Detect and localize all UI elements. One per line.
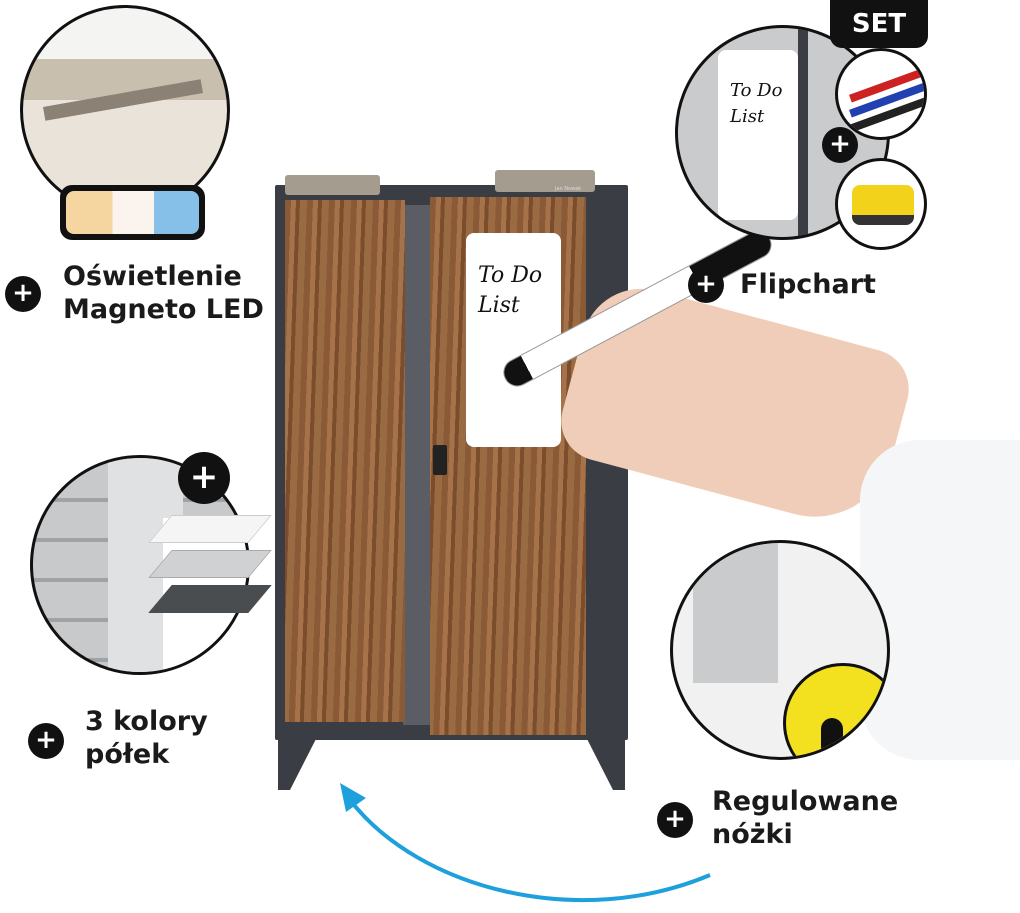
whiteboard: To Do List bbox=[466, 233, 561, 447]
whiteboard-text: List bbox=[478, 293, 520, 318]
feature-label-flipchart: Flipchart bbox=[740, 269, 876, 300]
markers-circle bbox=[835, 48, 927, 140]
arrow-to-legs bbox=[348, 798, 711, 902]
led-bar bbox=[42, 79, 204, 121]
brand-logo: Jan Nowak bbox=[555, 186, 582, 192]
eraser-circle bbox=[835, 158, 927, 250]
plus-icon: + bbox=[657, 802, 693, 838]
plus-icon: + bbox=[5, 276, 41, 312]
led-lamp bbox=[285, 175, 380, 195]
light-temperature-swatch bbox=[60, 185, 205, 240]
plus-icon: + bbox=[178, 452, 230, 504]
left-door bbox=[285, 200, 405, 722]
plus-icon: + bbox=[822, 127, 858, 163]
led-detail-circle bbox=[20, 5, 230, 215]
legs-detail-circle bbox=[670, 540, 890, 760]
set-badge: SET bbox=[830, 0, 928, 48]
lock-icon bbox=[433, 445, 447, 475]
cabinet-interior bbox=[403, 205, 433, 725]
whiteboard-text: To Do bbox=[478, 263, 543, 288]
arrow-head-icon bbox=[340, 783, 366, 812]
plus-icon: + bbox=[28, 723, 64, 759]
led-lamp bbox=[495, 170, 595, 192]
plus-icon: + bbox=[688, 267, 724, 303]
